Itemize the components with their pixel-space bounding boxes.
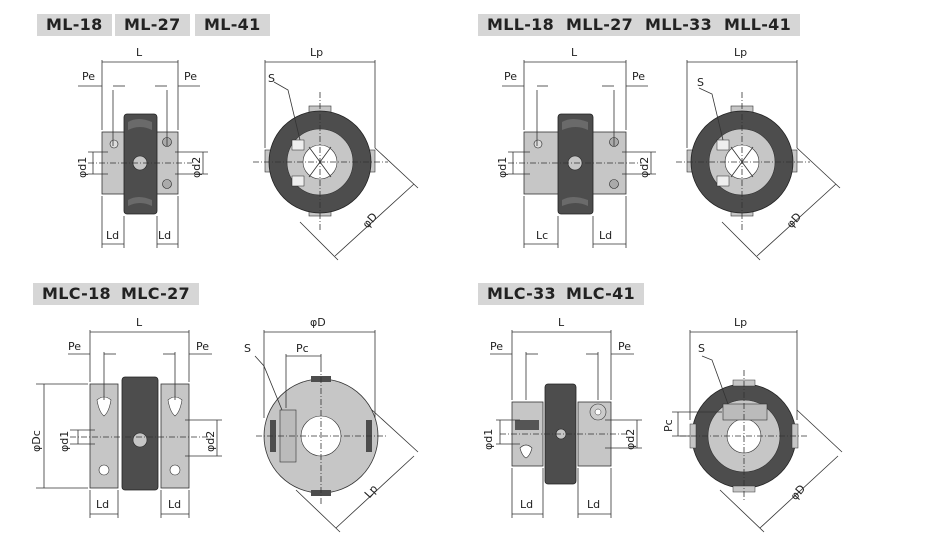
ml-side-view [78,60,208,248]
dim-label-d2: φd2 [204,430,217,452]
model-tag: ML-18 [37,14,112,36]
model-tag: MLL-33 [636,14,722,36]
dim-label-Lp: Lp [310,46,324,59]
dim-label-Pc: Pc [662,419,675,432]
model-tag: MLC-33 [478,283,565,305]
model-tag: MLC-27 [112,283,199,305]
model-tag: MLL-18 [478,14,564,36]
dim-label-S: S [268,72,275,85]
dim-label-Lc: Lc [536,229,549,242]
mll-front-view [676,60,841,261]
dim-label-Pe: Pe [82,70,96,83]
dim-label-d1: φd1 [482,428,495,450]
model-tag: MLC-41 [557,283,644,305]
dim-label-Ld: Ld [587,498,601,511]
mlc-front-view [254,330,419,533]
model-tag: ML-41 [195,14,270,36]
dim-label-Pe: Pe [490,340,504,353]
dim-label-Ld: Ld [168,498,182,511]
mlc-large-front-view [672,330,843,533]
model-tag: MLC-18 [33,283,120,305]
mlc-side-view [36,330,222,518]
dim-label-Pe: Pe [632,70,646,83]
dim-label-Lp: Lp [734,46,748,59]
dim-label-Dc: φDc [30,430,43,452]
dim-label-Ld: Ld [106,229,120,242]
dim-label-L: L [571,46,578,59]
dim-label-d1: φd1 [496,156,509,178]
dim-label-d2: φd2 [638,156,651,178]
dim-label-L: L [558,316,565,329]
dim-label-Pe: Pe [504,70,518,83]
dim-label-D: φD [310,316,326,329]
dim-label-Pc: Pc [296,342,309,355]
dim-label-Pe: Pe [184,70,198,83]
model-tag: MLL-27 [557,14,643,36]
dim-label-L: L [136,46,143,59]
mll-side-view [502,60,656,248]
dim-label-Ld: Ld [96,498,110,511]
dim-label-Pe: Pe [618,340,632,353]
mlc-large-side-view [490,330,642,518]
dim-label-Pe: Pe [196,340,210,353]
dim-label-d1: φd1 [58,430,71,452]
dim-label-Ld: Ld [158,229,172,242]
dim-label-d2: φd2 [624,428,637,450]
dim-label-S: S [244,342,251,355]
dim-label-Ld: Ld [520,498,534,511]
ml-front-view [253,60,419,261]
model-tag: ML-27 [115,14,190,36]
dim-label-Pe: Pe [68,340,82,353]
dim-label-d2: φd2 [190,156,203,178]
dim-label-L: L [136,316,143,329]
dim-label-Ld: Ld [599,229,613,242]
dim-label-Lp: Lp [734,316,748,329]
dim-label-d1: φd1 [76,156,89,178]
dim-label-S: S [698,342,705,355]
model-tag: MLL-41 [715,14,801,36]
dim-label-S: S [697,76,704,89]
